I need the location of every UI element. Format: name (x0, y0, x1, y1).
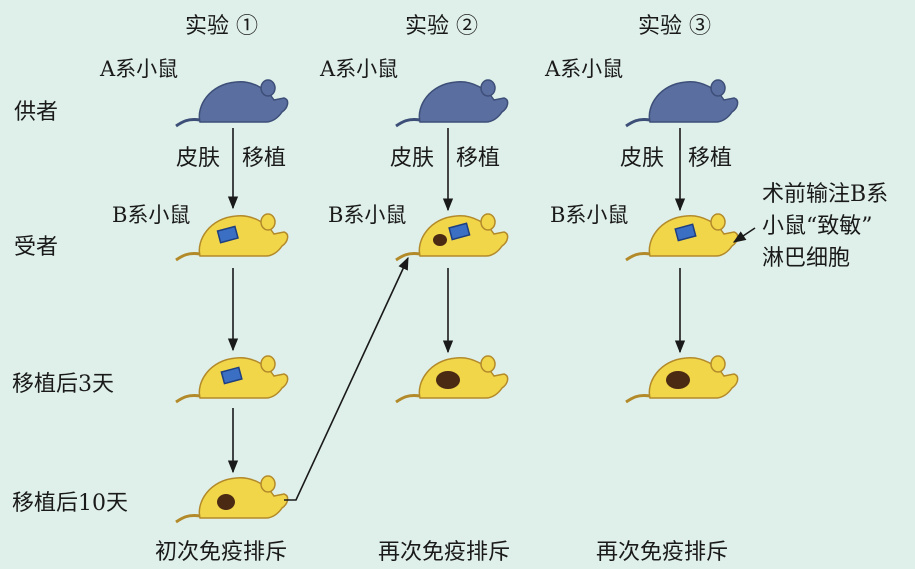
recipient-label-2: B系小鼠 (328, 203, 407, 227)
day3-mouse-1 (174, 354, 290, 404)
row-label-day3: 移植后3天 (12, 372, 114, 397)
outcome-label-3: 再次免疫排斥 (596, 540, 729, 565)
graft-right-1: 移植 (242, 146, 287, 171)
graft-left-2: 皮肤 (390, 146, 435, 171)
annotation-line-2: 小鼠“致敏” (762, 214, 873, 239)
row-label-donor: 供者 (14, 100, 59, 125)
experiment-2-title: 实验 ② (405, 14, 478, 39)
donor-mouse-2 (394, 78, 510, 128)
experiment-1-title: 实验 ① (185, 14, 258, 39)
annotation-line-3: 淋巴细胞 (762, 246, 851, 271)
outcome-label-1: 初次免疫排斥 (155, 540, 288, 565)
recipient-mouse-1 (174, 212, 290, 262)
annotation-line-1: 术前输注B系 (762, 182, 889, 207)
flow-arrows (227, 128, 756, 501)
donor-label-2: A系小鼠 (320, 57, 399, 81)
day3-mouse-2 (394, 354, 510, 404)
graft-left-1: 皮肤 (176, 146, 221, 171)
graft-left-3: 皮肤 (620, 146, 665, 171)
graft-right-3: 移植 (688, 146, 733, 171)
donor-label-1: A系小鼠 (100, 57, 179, 81)
recipient-mouse-2 (394, 212, 510, 262)
donor-label-3: A系小鼠 (545, 57, 624, 81)
donor-mouse-3 (624, 78, 740, 128)
outcome-label-2: 再次免疫排斥 (378, 540, 511, 565)
recipient-label-1: B系小鼠 (112, 203, 191, 227)
day3-mouse-3 (624, 354, 740, 404)
row-label-day10: 移植后10天 (12, 491, 128, 516)
experiment-3-title: 实验 ③ (638, 14, 711, 39)
row-label-recipient: 受者 (14, 235, 59, 260)
recipient-label-3: B系小鼠 (550, 203, 629, 227)
donor-mouse-1 (174, 78, 290, 128)
recipient-mouse-3 (624, 212, 740, 262)
day10-mouse-1 (174, 474, 290, 524)
graft-right-2: 移植 (456, 146, 501, 171)
